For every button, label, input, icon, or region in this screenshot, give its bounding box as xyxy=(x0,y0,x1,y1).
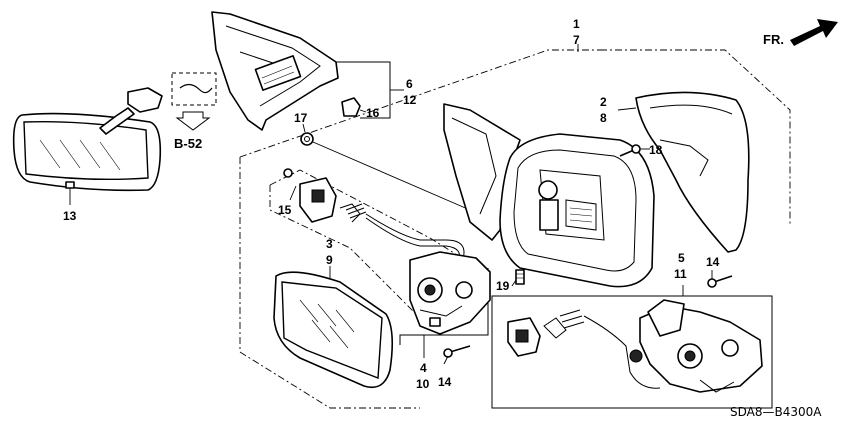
screw-14-lower xyxy=(443,345,471,365)
clip-16 xyxy=(341,97,367,117)
garnish-bracket xyxy=(254,55,302,91)
callout-13: 13 xyxy=(63,209,77,223)
mirror-stem xyxy=(99,107,135,135)
flange-nut xyxy=(300,132,314,146)
bolt-body xyxy=(515,269,525,285)
callout-1: 1 xyxy=(573,17,580,31)
subgroup-outline-upper xyxy=(269,169,479,269)
nut-17 xyxy=(300,123,471,211)
callout-9: 9 xyxy=(326,253,333,267)
motor-cylinder xyxy=(647,299,685,337)
front-direction-indicator: FR. xyxy=(763,19,838,47)
mirror-mount-base xyxy=(127,87,163,113)
callout-10: 10 xyxy=(416,377,430,391)
nut-to-housing-line xyxy=(312,141,471,211)
callout-19-leader xyxy=(511,279,517,287)
mirror-garnish xyxy=(211,11,339,131)
skull-cap xyxy=(617,91,750,253)
housing-opening xyxy=(513,149,637,272)
connector-wire xyxy=(365,213,465,263)
callout-15: 15 xyxy=(278,203,292,217)
front-direction-label: FR. xyxy=(763,32,784,47)
rearview-mirror-glass xyxy=(23,120,149,181)
callout-17-leader xyxy=(302,123,306,133)
screw-head xyxy=(707,278,717,288)
bolt-19 xyxy=(511,269,525,287)
callout-16: 16 xyxy=(366,106,380,120)
down-arrow-icon xyxy=(175,111,211,131)
callout-6: 6 xyxy=(406,77,413,91)
clip-reference-box xyxy=(171,72,217,106)
callout-2: 2 xyxy=(600,95,607,109)
mirror-glass-surface xyxy=(281,281,383,379)
callout-3: 3 xyxy=(326,237,333,251)
screw-14-upper xyxy=(707,270,733,288)
pivot-boss xyxy=(538,180,558,200)
callout-17: 17 xyxy=(294,111,308,125)
callout-4: 4 xyxy=(420,361,427,375)
callout-14-lower-leader xyxy=(443,355,449,365)
callout-14-lower: 14 xyxy=(438,375,452,389)
cross-reference-b52: B-52 xyxy=(171,72,217,151)
connector-screw xyxy=(283,168,293,178)
connector-15 xyxy=(283,168,465,263)
motor-group-box xyxy=(491,295,773,409)
actuator xyxy=(409,251,491,335)
screw-18 xyxy=(619,144,650,157)
callout-11: 11 xyxy=(674,267,687,281)
assembly-outline-top xyxy=(239,49,600,158)
callout-15-leader xyxy=(289,185,297,201)
callout-2-leader xyxy=(617,107,637,111)
wire-clip-icon xyxy=(179,83,213,94)
assembly-outline-right xyxy=(600,49,791,225)
callout-5: 5 xyxy=(678,251,685,265)
callout-7: 7 xyxy=(573,33,580,47)
mirror-housing xyxy=(443,103,655,288)
mirror-glass xyxy=(273,266,394,389)
callout-19: 19 xyxy=(496,279,510,293)
rearview-mirror xyxy=(12,87,163,205)
actuator-housing xyxy=(409,251,491,335)
screw-head xyxy=(631,144,641,154)
callout-12: 12 xyxy=(403,93,417,107)
housing-shell xyxy=(499,133,655,288)
diagram-code: SDA8—B4300A xyxy=(730,405,822,419)
assembly-outline-left xyxy=(239,157,420,409)
skull-cap-body xyxy=(635,91,750,253)
callout-8: 8 xyxy=(600,111,607,125)
callout-16-leader xyxy=(359,109,367,113)
callout-14-upper: 14 xyxy=(706,255,720,269)
front-arrow-icon xyxy=(790,19,838,46)
motor-wire xyxy=(583,315,661,389)
mirror-motor xyxy=(507,299,763,393)
screw-head xyxy=(443,348,453,358)
garnish-clip xyxy=(341,97,361,117)
reference-label: B-52 xyxy=(174,136,202,151)
callout-18: 18 xyxy=(649,143,663,157)
